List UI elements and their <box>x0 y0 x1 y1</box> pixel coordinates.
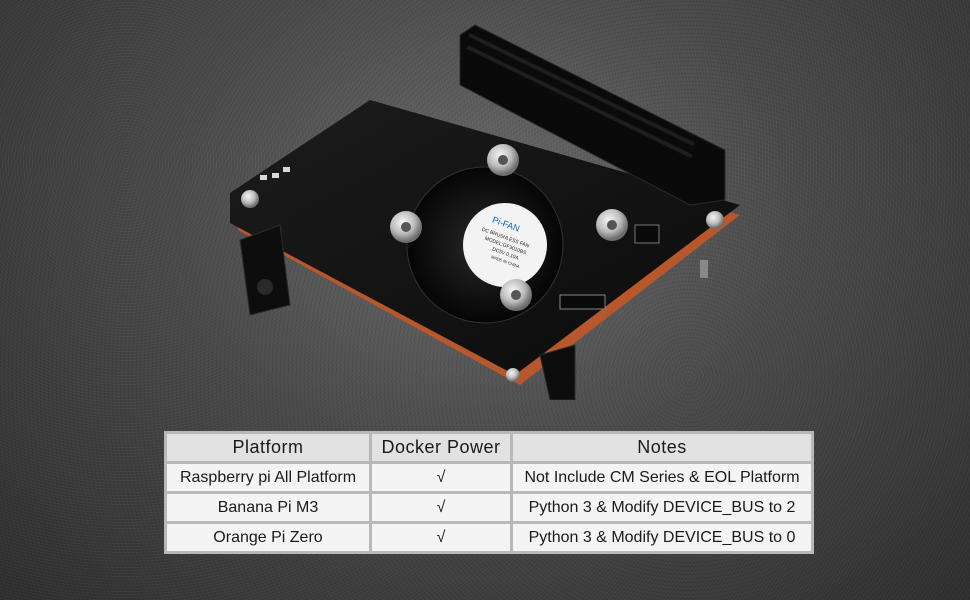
header-platform: Platform <box>167 434 369 461</box>
cell-platform: Raspberry pi All Platform <box>167 464 369 491</box>
compatibility-table: Platform Docker Power Notes Raspberry pi… <box>164 431 814 554</box>
table-row: Raspberry pi All Platform √ Not Include … <box>167 464 811 491</box>
smd-components <box>260 167 708 310</box>
cell-notes: Python 3 & Modify DEVICE_BUS to 2 <box>513 494 811 521</box>
header-notes: Notes <box>513 434 811 461</box>
header-docker-power: Docker Power <box>372 434 510 461</box>
raspberry-pi-fan-hat-illustration: Pi-FAN DC BRUSHLESS FAN MODEL:GF3010BS D… <box>230 24 740 400</box>
table-header-row: Platform Docker Power Notes <box>167 434 811 461</box>
cell-notes: Python 3 & Modify DEVICE_BUS to 0 <box>513 524 811 551</box>
side-connector <box>539 344 576 400</box>
product-photo: Pi-FAN DC BRUSHLESS FAN MODEL:GF3010BS D… <box>220 15 750 400</box>
cell-platform: Orange Pi Zero <box>167 524 369 551</box>
gpio-pins <box>466 33 695 159</box>
table-row: Banana Pi M3 √ Python 3 & Modify DEVICE_… <box>167 494 811 521</box>
cell-docker-power: √ <box>372 524 510 551</box>
cell-docker-power: √ <box>372 494 510 521</box>
cell-notes: Not Include CM Series & EOL Platform <box>513 464 811 491</box>
gpio-header <box>459 24 726 206</box>
fan-label-sticker <box>463 203 547 287</box>
cell-platform: Banana Pi M3 <box>167 494 369 521</box>
cell-docker-power: √ <box>372 464 510 491</box>
dc-barrel-jack <box>239 224 291 316</box>
mounting-screws <box>241 144 724 382</box>
table-row: Orange Pi Zero √ Python 3 & Modify DEVIC… <box>167 524 811 551</box>
